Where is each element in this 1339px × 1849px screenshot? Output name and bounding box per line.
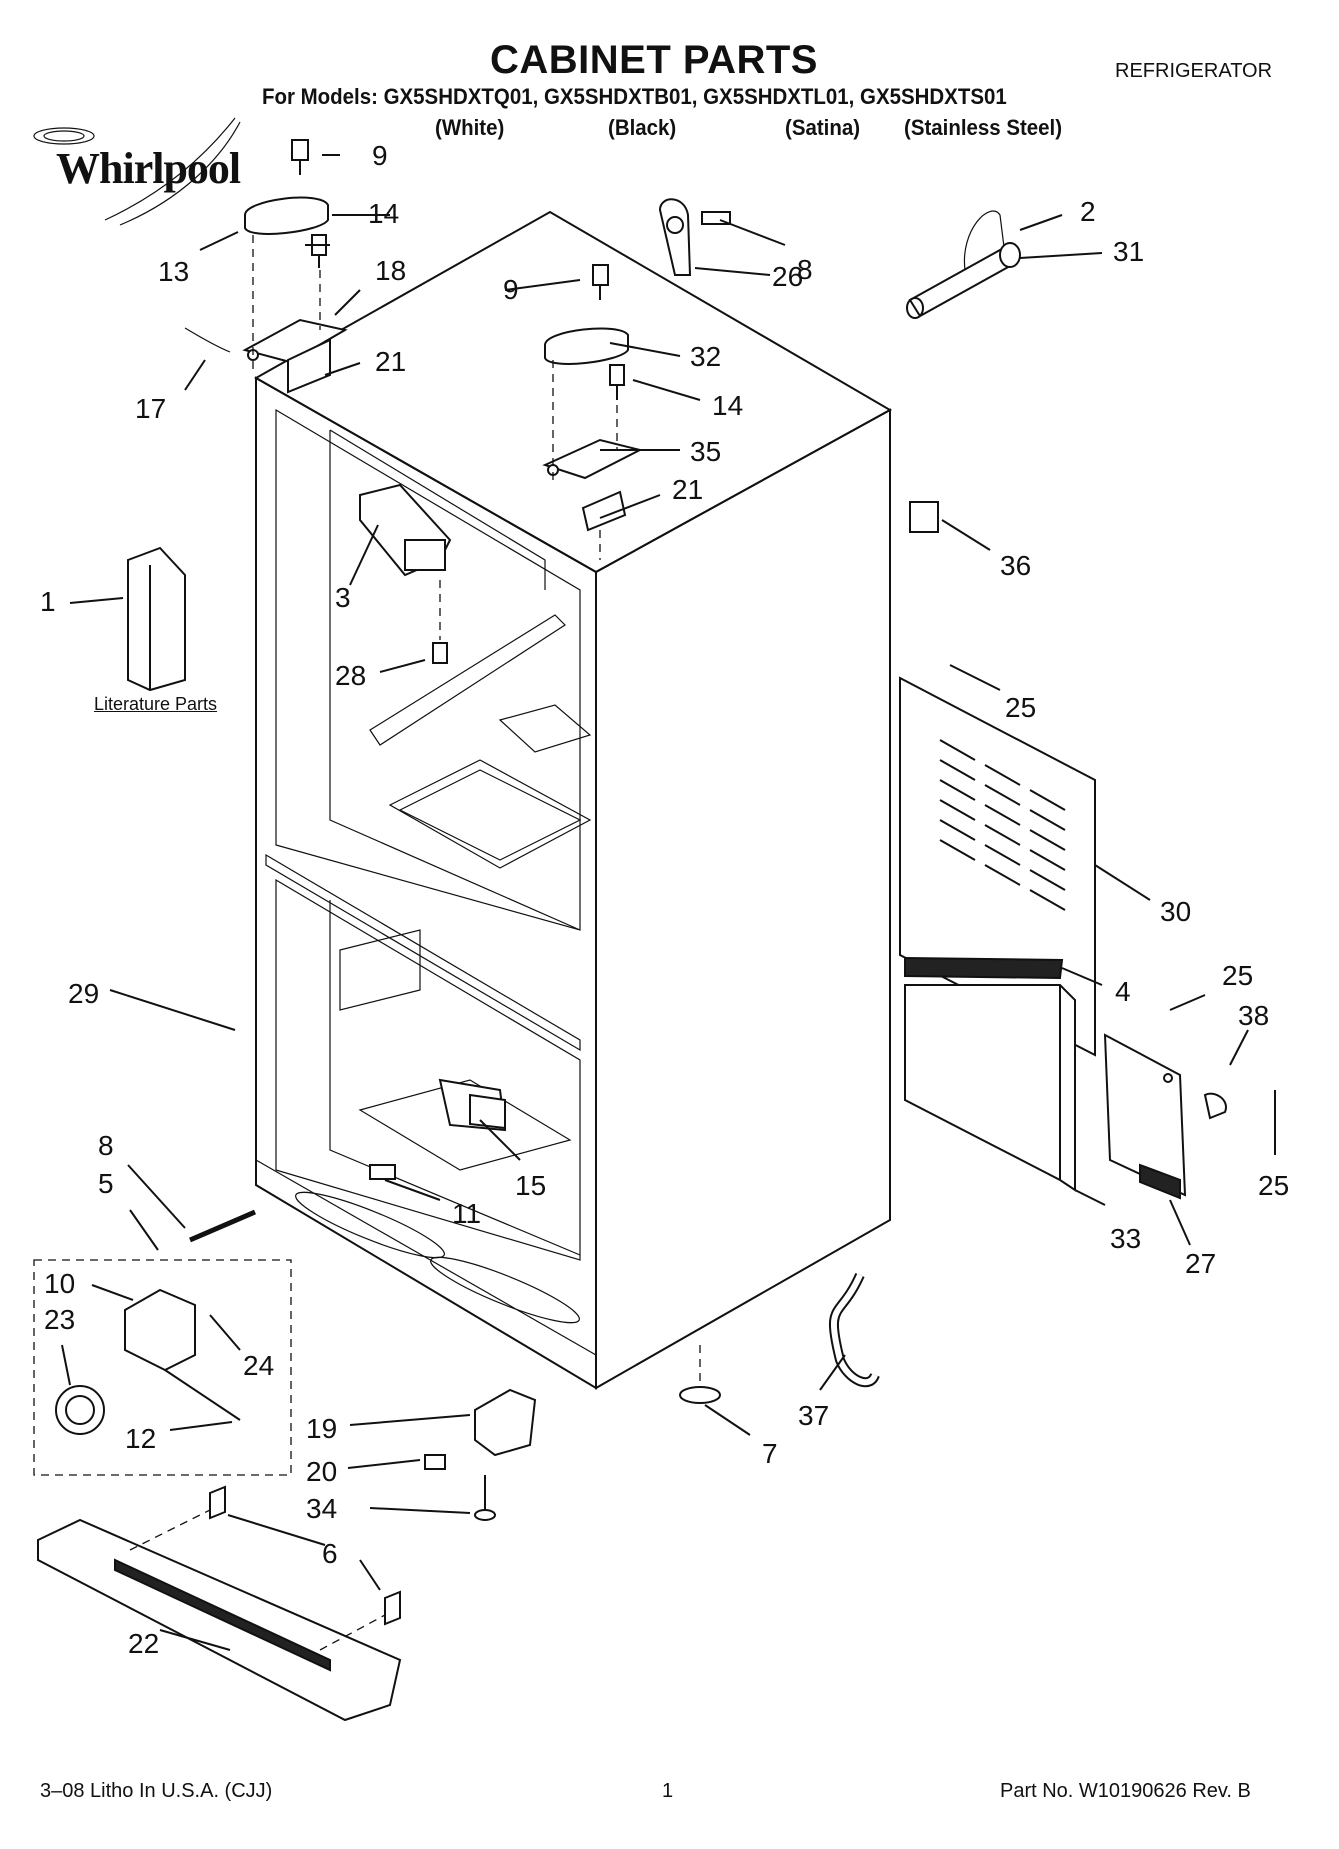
callout-6: 6: [322, 1538, 338, 1569]
callout-24: 24: [243, 1350, 275, 1381]
part-33-cover: [904, 984, 1076, 1192]
callout-9-top-right: 9: [503, 274, 519, 305]
callout-33: 33: [1110, 1223, 1142, 1254]
callout-22: 22: [128, 1628, 160, 1659]
part-26-bracket: [658, 198, 731, 276]
footer-part-number: Part No. W10190626 Rev. B: [1000, 1780, 1251, 1802]
variant-white: (White): [435, 115, 505, 140]
callout-9-top-left: 9: [372, 140, 388, 171]
callout-15: 15: [515, 1170, 547, 1201]
callout-11: 11: [452, 1198, 482, 1229]
callout-29: 29: [68, 978, 100, 1009]
callout-8-top: 8: [797, 254, 813, 285]
callout-37: 37: [798, 1400, 830, 1431]
part-36-clip: [909, 501, 939, 533]
callout-25-mid: 25: [1222, 960, 1254, 991]
part-7-foot: [679, 1386, 721, 1404]
callout-27: 27: [1185, 1248, 1217, 1279]
part-1-literature: [127, 546, 186, 692]
callout-38: 38: [1238, 1000, 1270, 1031]
part-19-bracket: [424, 1388, 537, 1521]
variant-satina: (Satina): [785, 115, 861, 140]
callout-14-right: 14: [712, 390, 744, 421]
callout-7: 7: [762, 1438, 778, 1469]
callout-8-left: 8: [98, 1130, 114, 1161]
variant-black: (Black): [608, 115, 677, 140]
footer-page-number: 1: [662, 1780, 674, 1802]
callout-13: 13: [158, 256, 190, 287]
part-8-screw: [189, 1209, 256, 1243]
callout-26: 26: [772, 261, 804, 292]
leveler-kit-box: [33, 1259, 292, 1476]
callout-20: 20: [306, 1456, 338, 1487]
part-3-bracket: [359, 483, 452, 664]
variant-stainless: (Stainless Steel): [904, 115, 1063, 140]
callout-25-upper: 25: [1005, 692, 1037, 723]
callout-35: 35: [690, 436, 722, 467]
callout-17: 17: [135, 393, 167, 424]
part-10-bracket: [55, 1288, 241, 1435]
top-left-hinge-assembly: [184, 139, 348, 394]
page-title: CABINET PARTS: [490, 38, 818, 82]
callout-19: 19: [306, 1413, 338, 1444]
callout-3: 3: [335, 582, 351, 613]
part-27-bracket: [1103, 1033, 1227, 1200]
brand-logo: Whirlpool: [56, 144, 241, 193]
callout-21-right: 21: [672, 474, 704, 505]
callout-14-top-left: 14: [368, 198, 400, 229]
part-22-grille: [37, 1485, 402, 1722]
callout-10: 10: [44, 1268, 76, 1299]
callout-18: 18: [375, 255, 407, 286]
callout-28: 28: [335, 660, 367, 691]
callout-1: 1: [40, 586, 56, 617]
leader-lines: [61, 154, 1276, 1651]
callout-34: 34: [306, 1493, 338, 1524]
callout-32: 32: [690, 341, 722, 372]
callout-25-lower: 25: [1258, 1170, 1290, 1201]
callout-2: 2: [1080, 196, 1096, 227]
callout-12: 12: [125, 1423, 157, 1454]
part-11-screw: [369, 1164, 396, 1180]
top-right-hinge-assembly: [542, 264, 643, 560]
part-15-hinge: [438, 1078, 507, 1132]
part-31-tube: [906, 210, 1021, 319]
footer-litho: 3–08 Litho In U.S.A. (CJJ): [40, 1780, 273, 1802]
models-line: For Models: GX5SHDXTQ01, GX5SHDXTB01, GX…: [262, 84, 1007, 109]
cabinet-body: [253, 210, 893, 1390]
brand-logo-swoosh: [33, 117, 241, 226]
category-label: REFRIGERATOR: [1115, 60, 1273, 82]
callout-30: 30: [1160, 896, 1192, 927]
callout-21-left: 21: [375, 346, 407, 377]
callout-31: 31: [1113, 236, 1145, 267]
callout-36: 36: [1000, 550, 1032, 581]
literature-parts-label: Literature Parts: [94, 694, 218, 714]
callout-23: 23: [44, 1304, 76, 1335]
callout-4: 4: [1115, 976, 1131, 1007]
part-4-strip: [904, 956, 1064, 980]
callout-5: 5: [98, 1168, 114, 1199]
